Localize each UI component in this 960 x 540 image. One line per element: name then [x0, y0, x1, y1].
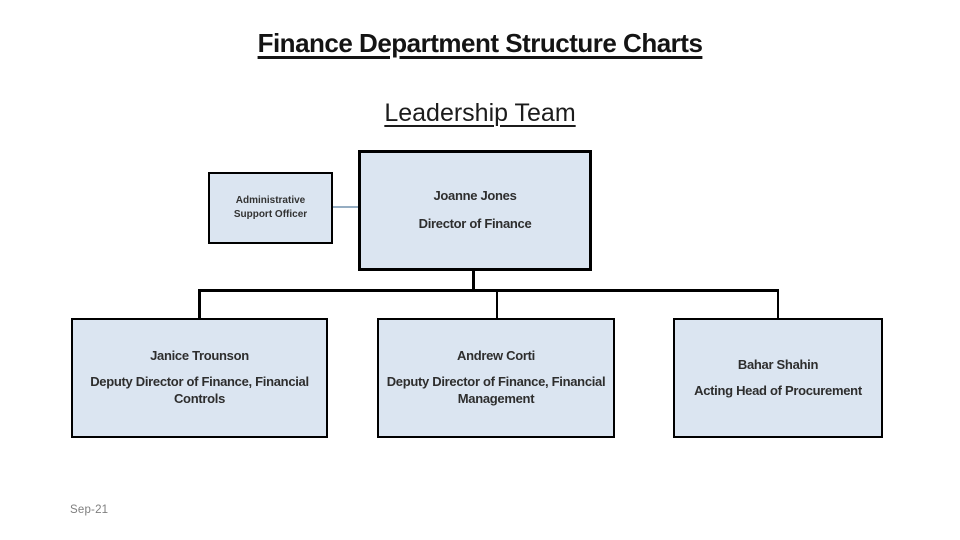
connector-director-stub: [472, 271, 475, 290]
org-box-deputy-financial-controls: Janice Trounson Deputy Director of Finan…: [71, 318, 328, 438]
director-role: Director of Finance: [418, 216, 532, 231]
org-box-director: Joanne Jones Director of Finance: [358, 150, 592, 271]
org-box-acting-head-procurement: Bahar Shahin Acting Head of Procurement: [673, 318, 883, 438]
report-role: Deputy Director of Finance, Financial Ma…: [386, 374, 606, 406]
connector-drop-procurement: [776, 289, 779, 320]
footer-date: Sep-21: [70, 504, 109, 516]
slide-title: Finance Department Structure Charts: [257, 28, 703, 58]
connector-assistant-to-director: [333, 206, 358, 208]
report-role: Deputy Director of Finance, Financial Co…: [90, 374, 309, 406]
report-name: Bahar Shahin: [737, 356, 819, 372]
connector-drop-financial-management: [495, 289, 498, 320]
connector-horizontal-bar: [198, 289, 779, 292]
chart-subtitle: Leadership Team: [384, 99, 576, 127]
connector-drop-financial-controls: [198, 289, 201, 320]
report-name: Janice Trounson: [150, 348, 249, 364]
director-name: Joanne Jones: [433, 188, 517, 204]
org-box-admin-support: Administrative Support Officer: [208, 172, 333, 244]
report-name: Andrew Corti: [456, 348, 535, 364]
admin-support-role: Administrative Support Officer: [233, 194, 308, 221]
report-role: Acting Head of Procurement: [694, 382, 862, 398]
org-box-deputy-financial-management: Andrew Corti Deputy Director of Finance,…: [377, 318, 615, 438]
